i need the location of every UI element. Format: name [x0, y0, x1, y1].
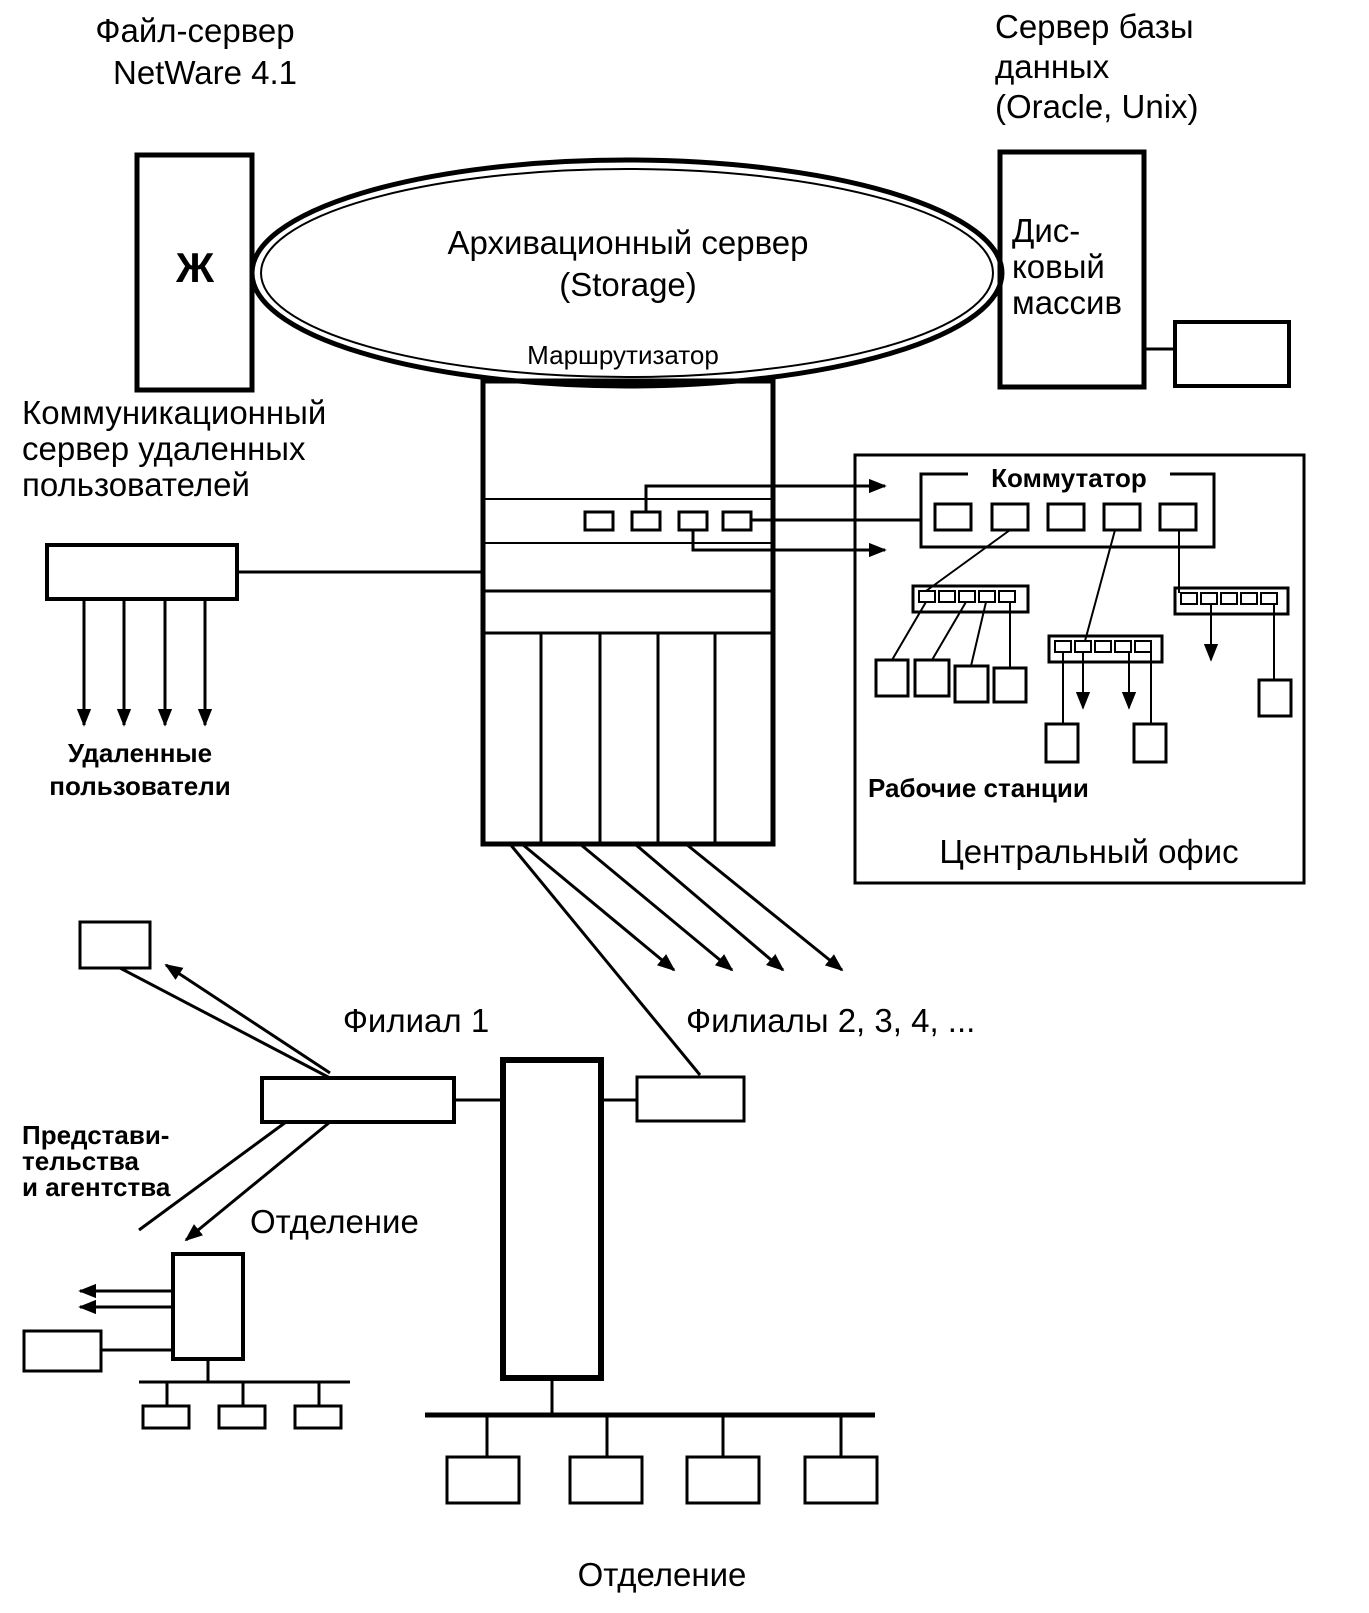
hub: [1047, 634, 1164, 664]
central-office-label: Центральный офис: [939, 833, 1238, 870]
file-server-label-line1: Файл-сервер: [95, 12, 294, 49]
router-port: [630, 510, 662, 532]
central-office-frame: [853, 453, 1306, 885]
branch-arrow: [634, 842, 785, 972]
workstation: [217, 1404, 267, 1430]
router-port: [583, 510, 615, 532]
comm-server-label-line2: сервер удаленных: [22, 430, 306, 467]
file-server-label-line2: NetWare 4.1: [113, 54, 297, 91]
comm-server-label-line1: Коммуникационный: [22, 394, 326, 431]
workstation: [141, 1404, 191, 1430]
router-ports: [583, 510, 753, 532]
switch-ports: [933, 502, 1198, 532]
branches-other-label: Филиалы 2, 3, 4, ...: [686, 1002, 975, 1039]
branch-1-terminal-top: [78, 920, 152, 970]
disk-array-label-line2: ковый: [1012, 248, 1105, 285]
branch-1-comm-box: [260, 1076, 456, 1124]
department-left-server: [171, 1252, 245, 1361]
workstation: [685, 1455, 761, 1505]
archive-server-label-line1: Архивационный сервер: [448, 224, 809, 261]
representations-label-line2: тельства: [22, 1146, 140, 1176]
workstation: [992, 666, 1028, 704]
router-to-branch1-link: [508, 843, 702, 1076]
branch-1-router-box: [635, 1075, 746, 1123]
db-server-box: [997, 149, 1147, 390]
branch-arrow: [579, 842, 734, 972]
branch-arrow: [685, 842, 844, 972]
switch-frame: [919, 472, 1216, 549]
switch-port: [990, 502, 1030, 532]
workstation: [1132, 722, 1168, 764]
db-terminal-box: [1173, 320, 1291, 388]
workstation: [803, 1455, 879, 1505]
hub: [1173, 586, 1290, 616]
disk-array-label-line1: Дис-: [1012, 212, 1080, 249]
remote-users-label-line1: Удаленные: [68, 738, 212, 768]
router-to-office-arrow-bottom: [691, 530, 887, 558]
archive-server-ellipse-inner: [260, 168, 994, 378]
switch-port: [1046, 502, 1086, 532]
workstation: [568, 1455, 644, 1505]
branch-1-label: Филиал 1: [343, 1002, 489, 1039]
comm-server-label-line3: пользователей: [22, 466, 250, 503]
remote-users-label-line2: пользователи: [49, 771, 230, 801]
hub: [911, 584, 1030, 614]
workstation: [1044, 722, 1080, 764]
db-server-label-line1: Сервер базы: [995, 8, 1194, 45]
branch-1-server: [500, 1057, 604, 1381]
workstation: [445, 1455, 521, 1505]
workstations-label: Рабочие станции: [868, 773, 1089, 803]
branch-arrow: [521, 842, 676, 972]
disk-array-label-line3: массив: [1012, 284, 1122, 321]
workstation: [1257, 678, 1293, 718]
switch-port: [1158, 502, 1198, 532]
comm-server-box: [45, 543, 239, 601]
file-server-symbol: Ж: [175, 244, 215, 291]
router-to-office-arrow-top: [644, 478, 887, 512]
archive-server-label-line2: (Storage): [559, 266, 697, 303]
workstation: [953, 664, 990, 704]
department-left-label: Отделение: [250, 1203, 419, 1240]
switch-label: Коммутатор: [991, 463, 1147, 493]
representations-label-line1: Представи-: [22, 1120, 169, 1150]
file-server-label: Файл-сервер NetWare 4.1: [95, 12, 297, 91]
switch-port: [1102, 502, 1142, 532]
representations-label-line3: и агентства: [22, 1172, 171, 1202]
router-rack: [480, 378, 776, 847]
workstation: [913, 658, 951, 698]
switch-port: [933, 502, 973, 532]
department-bottom-label: Отделение: [578, 1556, 747, 1593]
db-server-label-line2: данных: [995, 48, 1110, 85]
workstation: [874, 658, 910, 698]
router-port: [721, 510, 753, 532]
workstation: [293, 1404, 343, 1430]
router-port: [677, 510, 709, 532]
db-server-label-line3: (Oracle, Unix): [995, 88, 1199, 125]
router-label: Маршрутизатор: [527, 340, 719, 370]
department-left-terminal: [22, 1329, 103, 1373]
